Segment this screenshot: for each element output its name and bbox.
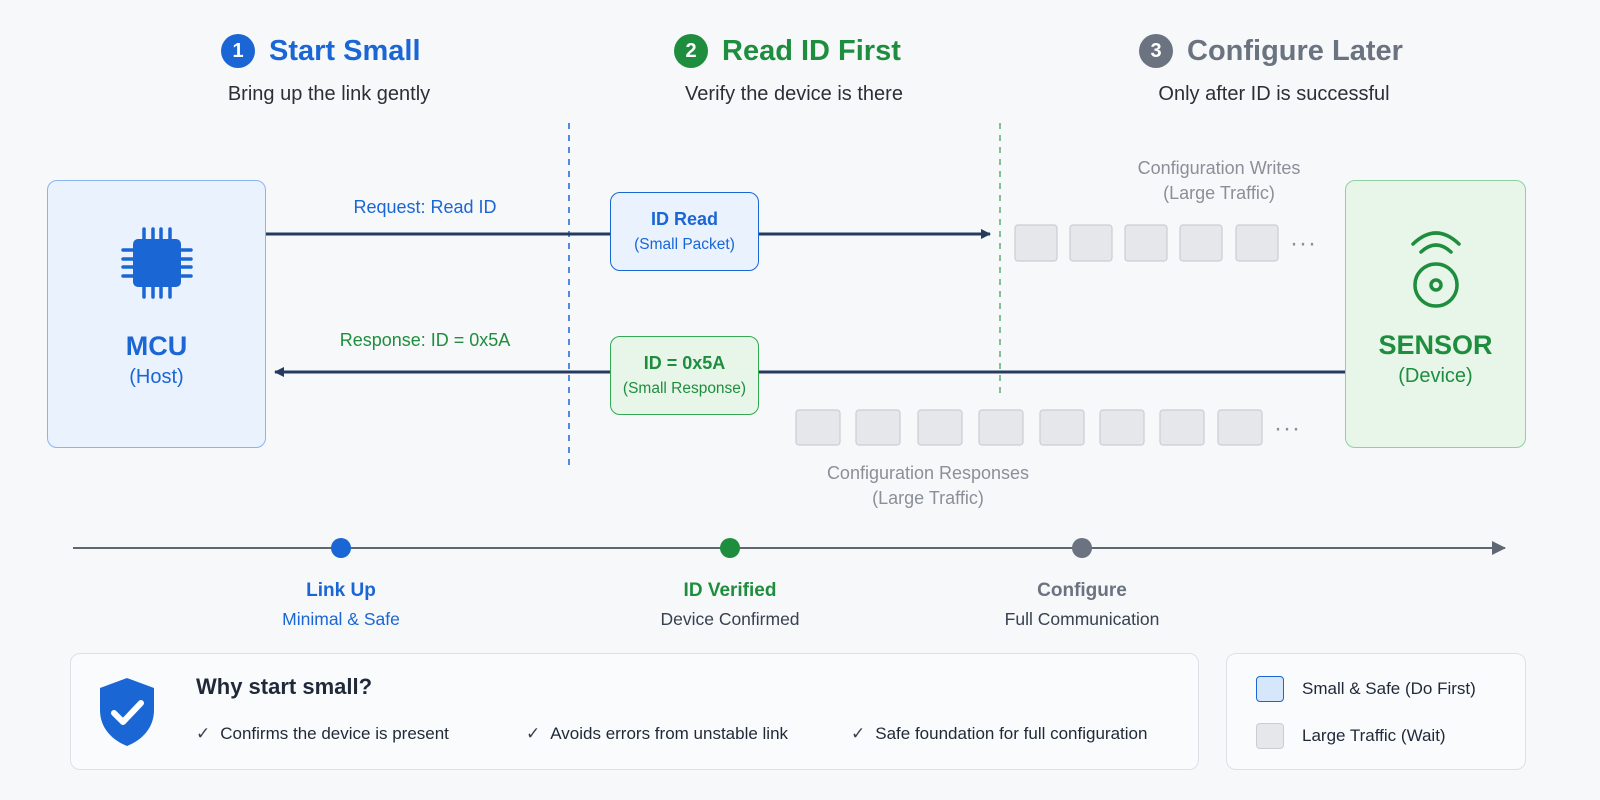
- config-write-packet: [1179, 224, 1223, 262]
- legend-label-large: Large Traffic (Wait): [1302, 726, 1446, 745]
- sensor-name: SENSOR: [1378, 330, 1493, 360]
- config-write-packet: [1124, 224, 1168, 262]
- mcu-name: MCU: [125, 331, 188, 361]
- config-write-packet: [1069, 224, 1113, 262]
- step-3-header: 3 Configure Later: [1139, 34, 1403, 68]
- config-response-packet: [855, 409, 901, 446]
- legend-swatch-large: [1256, 723, 1284, 749]
- why-point-3: ✓ Safe foundation for full configuration: [851, 724, 1147, 744]
- check-icon: ✓: [526, 724, 541, 743]
- why-title: Why start small?: [196, 674, 373, 699]
- config-writes-line1: Configuration Writes: [1137, 158, 1301, 178]
- config-response-packet: [917, 409, 963, 446]
- wireless-sensor-icon: [1410, 231, 1461, 308]
- why-point-1-text: Confirms the device is present: [220, 724, 449, 743]
- chip-icon: [120, 227, 193, 299]
- timeline-dot-configure: [1072, 538, 1092, 558]
- mcu-host-box: MCU (Host): [47, 180, 266, 448]
- timeline-id-verified-title: ID Verified: [683, 580, 777, 601]
- mcu-role: (Host): [129, 366, 184, 388]
- config-response-packets: [795, 409, 1263, 446]
- step-3-subtitle: Only after ID is successful: [1158, 83, 1390, 105]
- id-response-packet-subtitle: (Small Response): [622, 380, 747, 397]
- config-responses-line1: Configuration Responses: [826, 463, 1030, 483]
- request-label: Request: Read ID: [353, 197, 497, 217]
- config-responses-ellipsis: ···: [1274, 415, 1301, 442]
- check-icon: ✓: [196, 724, 211, 743]
- legend-swatch-small: [1256, 676, 1284, 702]
- step-1-subtitle: Bring up the link gently: [227, 83, 431, 105]
- sensor-role: (Device): [1398, 365, 1473, 387]
- timeline-dot-id-verified: [720, 538, 740, 558]
- config-responses-line2: (Large Traffic): [872, 488, 984, 508]
- why-point-2-text: Avoids errors from unstable link: [550, 724, 789, 743]
- response-label: Response: ID = 0x5A: [339, 330, 511, 350]
- config-write-packet: [1014, 224, 1058, 262]
- id-read-packet-title: ID Read: [650, 209, 719, 229]
- step-1-title: Start Small: [269, 34, 421, 67]
- config-response-packet: [795, 409, 841, 446]
- timeline-link-up-subtitle: Minimal & Safe: [282, 609, 400, 629]
- step-3-title: Configure Later: [1187, 34, 1403, 67]
- config-response-packet: [978, 409, 1024, 446]
- config-writes-line2: (Large Traffic): [1163, 183, 1275, 203]
- check-icon: ✓: [851, 724, 866, 743]
- config-responses-label: Configuration Responses (Large Traffic): [827, 461, 1029, 511]
- id-read-packet-subtitle: (Small Packet): [634, 236, 735, 253]
- step-1-header: 1 Start Small: [221, 34, 421, 68]
- step-2-number: 2: [674, 34, 708, 68]
- sensor-device-box: SENSOR (Device): [1345, 180, 1526, 448]
- config-write-packet: [1235, 224, 1279, 262]
- timeline-id-verified-subtitle: Device Confirmed: [660, 609, 800, 629]
- why-point-3-text: Safe foundation for full configuration: [875, 724, 1148, 743]
- timeline-link-up-title: Link Up: [306, 580, 376, 601]
- step-2-header: 2 Read ID First: [674, 34, 901, 68]
- why-panel: Why start small? ✓ Confirms the device is…: [70, 653, 1199, 770]
- timeline-configure-title: Configure: [1037, 580, 1127, 601]
- id-response-packet: ID = 0x5A (Small Response): [610, 336, 759, 415]
- timeline-link-up: Link Up Minimal & Safe: [282, 580, 400, 630]
- shield-check-icon: [100, 678, 154, 746]
- timeline-id-verified: ID Verified Device Confirmed: [660, 580, 799, 630]
- step-2-title: Read ID First: [722, 34, 901, 67]
- timeline-configure-subtitle: Full Communication: [1004, 609, 1160, 629]
- config-response-packet: [1217, 409, 1263, 446]
- legend-panel: Small & Safe (Do First) Large Traffic (W…: [1226, 653, 1526, 770]
- timeline-configure: Configure Full Communication: [1005, 580, 1160, 630]
- config-response-packet: [1039, 409, 1085, 446]
- config-writes-label: Configuration Writes (Large Traffic): [1138, 156, 1301, 206]
- id-read-packet: ID Read (Small Packet): [610, 192, 759, 271]
- config-write-packets: [1014, 224, 1279, 262]
- config-writes-ellipsis: ···: [1290, 230, 1317, 257]
- config-response-packet: [1099, 409, 1145, 446]
- why-point-1: ✓ Confirms the device is present: [196, 724, 449, 744]
- legend-label-small: Small & Safe (Do First): [1302, 679, 1476, 698]
- id-response-packet-title: ID = 0x5A: [643, 353, 726, 373]
- step-1-number: 1: [221, 34, 255, 68]
- why-point-2: ✓ Avoids errors from unstable link: [526, 724, 788, 744]
- step-2-subtitle: Verify the device is there: [685, 83, 903, 105]
- step-3-number: 3: [1139, 34, 1173, 68]
- config-response-packet: [1159, 409, 1205, 446]
- timeline-dot-link-up: [331, 538, 351, 558]
